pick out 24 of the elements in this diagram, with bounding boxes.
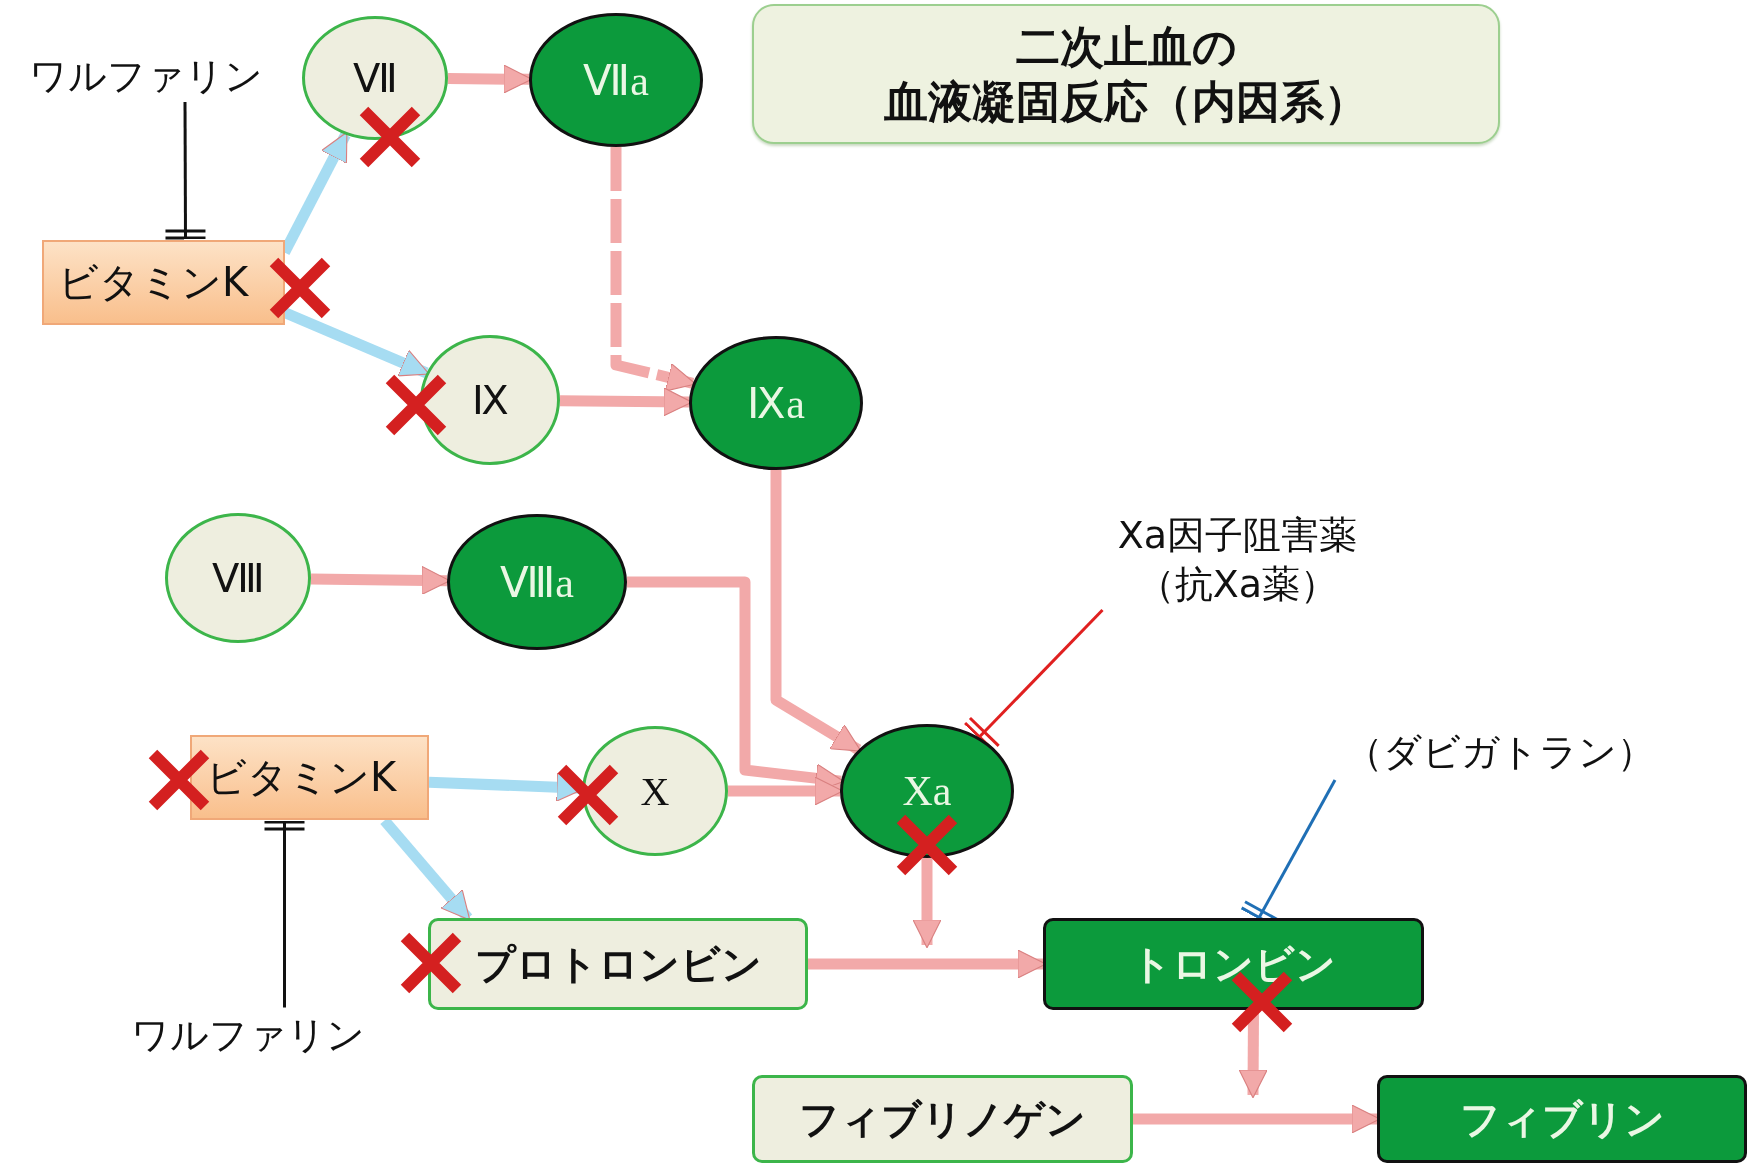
active-factor-ellipse: Ⅷa — [447, 514, 627, 650]
active-factor-ellipse: Ⅸa — [689, 336, 863, 470]
drug-label: （ダビガトラン） — [1320, 722, 1680, 784]
drug-label: ワルファリン — [15, 52, 277, 102]
factor-ellipse: Ⅶ — [302, 16, 448, 140]
drug-label: Xa因子阻害薬（抗Xa薬） — [1110, 500, 1365, 620]
active-protein-box: フィブリン — [1377, 1075, 1747, 1163]
drug-label: ワルファリン — [115, 1008, 380, 1063]
vitamin-box: ビタミンK — [42, 240, 285, 325]
arrow — [770, 470, 862, 755]
active-factor-ellipse: Ⅶa — [529, 13, 703, 147]
factor-ellipse: Ⅷ — [165, 513, 311, 643]
vitamin-box: ビタミンK — [190, 735, 429, 820]
title-box — [752, 4, 1500, 144]
title-line: 血液凝固反応（内因系） — [884, 75, 1368, 129]
protein-box: フィブリノゲン — [752, 1075, 1133, 1163]
inhibition-line — [264, 820, 305, 1008]
active-factor-ellipse: Xa — [840, 724, 1014, 858]
protein-box: プロトロンビン — [428, 918, 808, 1010]
arrow — [912, 858, 942, 949]
title-line: 二次止血の — [1015, 20, 1237, 74]
factor-ellipse: Ⅸ — [420, 335, 560, 465]
inhibition-line — [165, 102, 206, 240]
factor-ellipse: X — [582, 726, 728, 856]
